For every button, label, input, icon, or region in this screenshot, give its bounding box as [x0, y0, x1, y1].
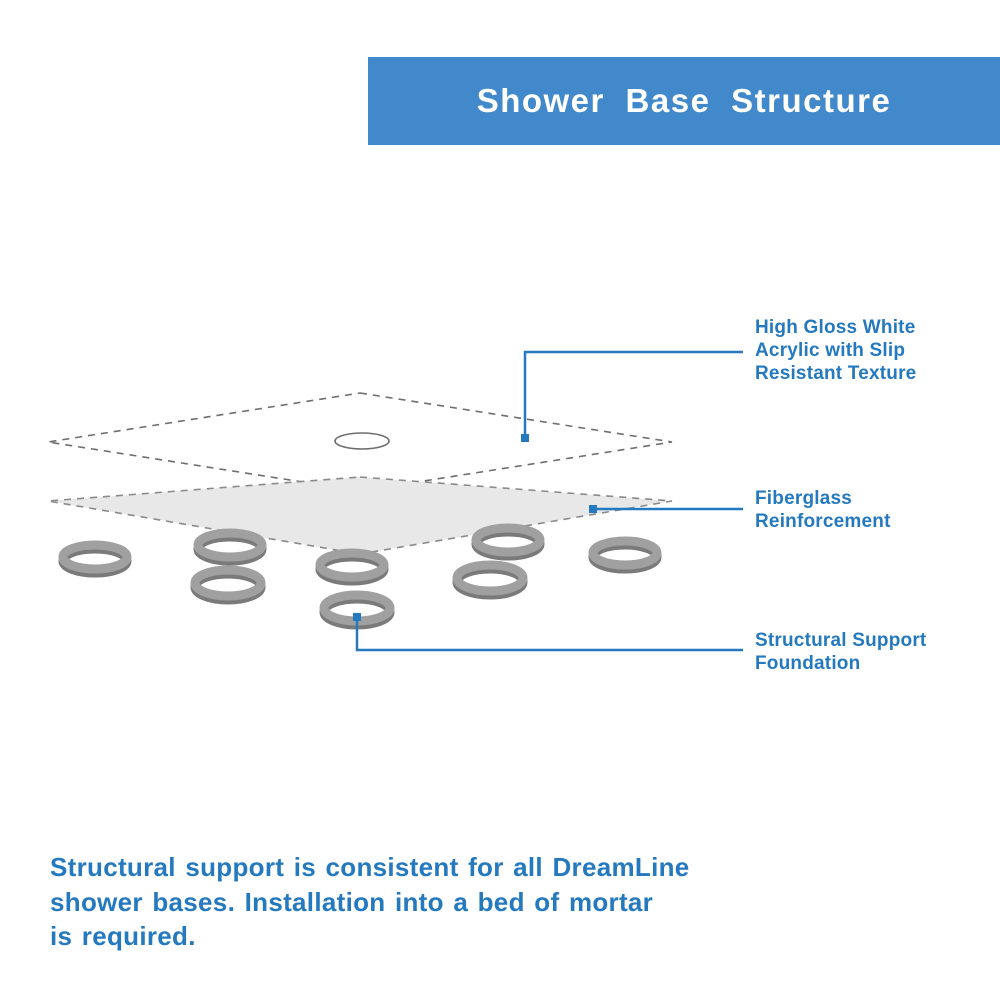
support-ring	[190, 565, 266, 605]
support-ring	[452, 560, 528, 600]
label-support-foundation: Structural Support Foundation	[755, 630, 927, 675]
support-ring	[588, 536, 662, 574]
label-fiberglass-layer: Fiberglass Reinforcement	[755, 488, 891, 533]
drain-ellipse	[334, 432, 390, 450]
support-ring	[58, 540, 132, 578]
support-ring	[471, 523, 545, 561]
leader-line-foundation	[353, 613, 743, 652]
acrylic-layer-outline	[47, 392, 673, 492]
support-rings	[58, 523, 662, 630]
page-title: Shower Base Structure	[476, 82, 892, 119]
leader-line-acrylic	[521, 350, 743, 442]
support-ring	[315, 548, 389, 586]
label-acrylic-layer: High Gloss White Acrylic with Slip Resis…	[755, 317, 917, 385]
footer-description: Structural support is consistent for all…	[50, 852, 690, 952]
title-banner: Shower Base Structure	[368, 57, 1000, 145]
leader-line-fiberglass	[589, 505, 743, 513]
fiberglass-layer	[47, 476, 673, 555]
support-ring	[193, 528, 267, 566]
